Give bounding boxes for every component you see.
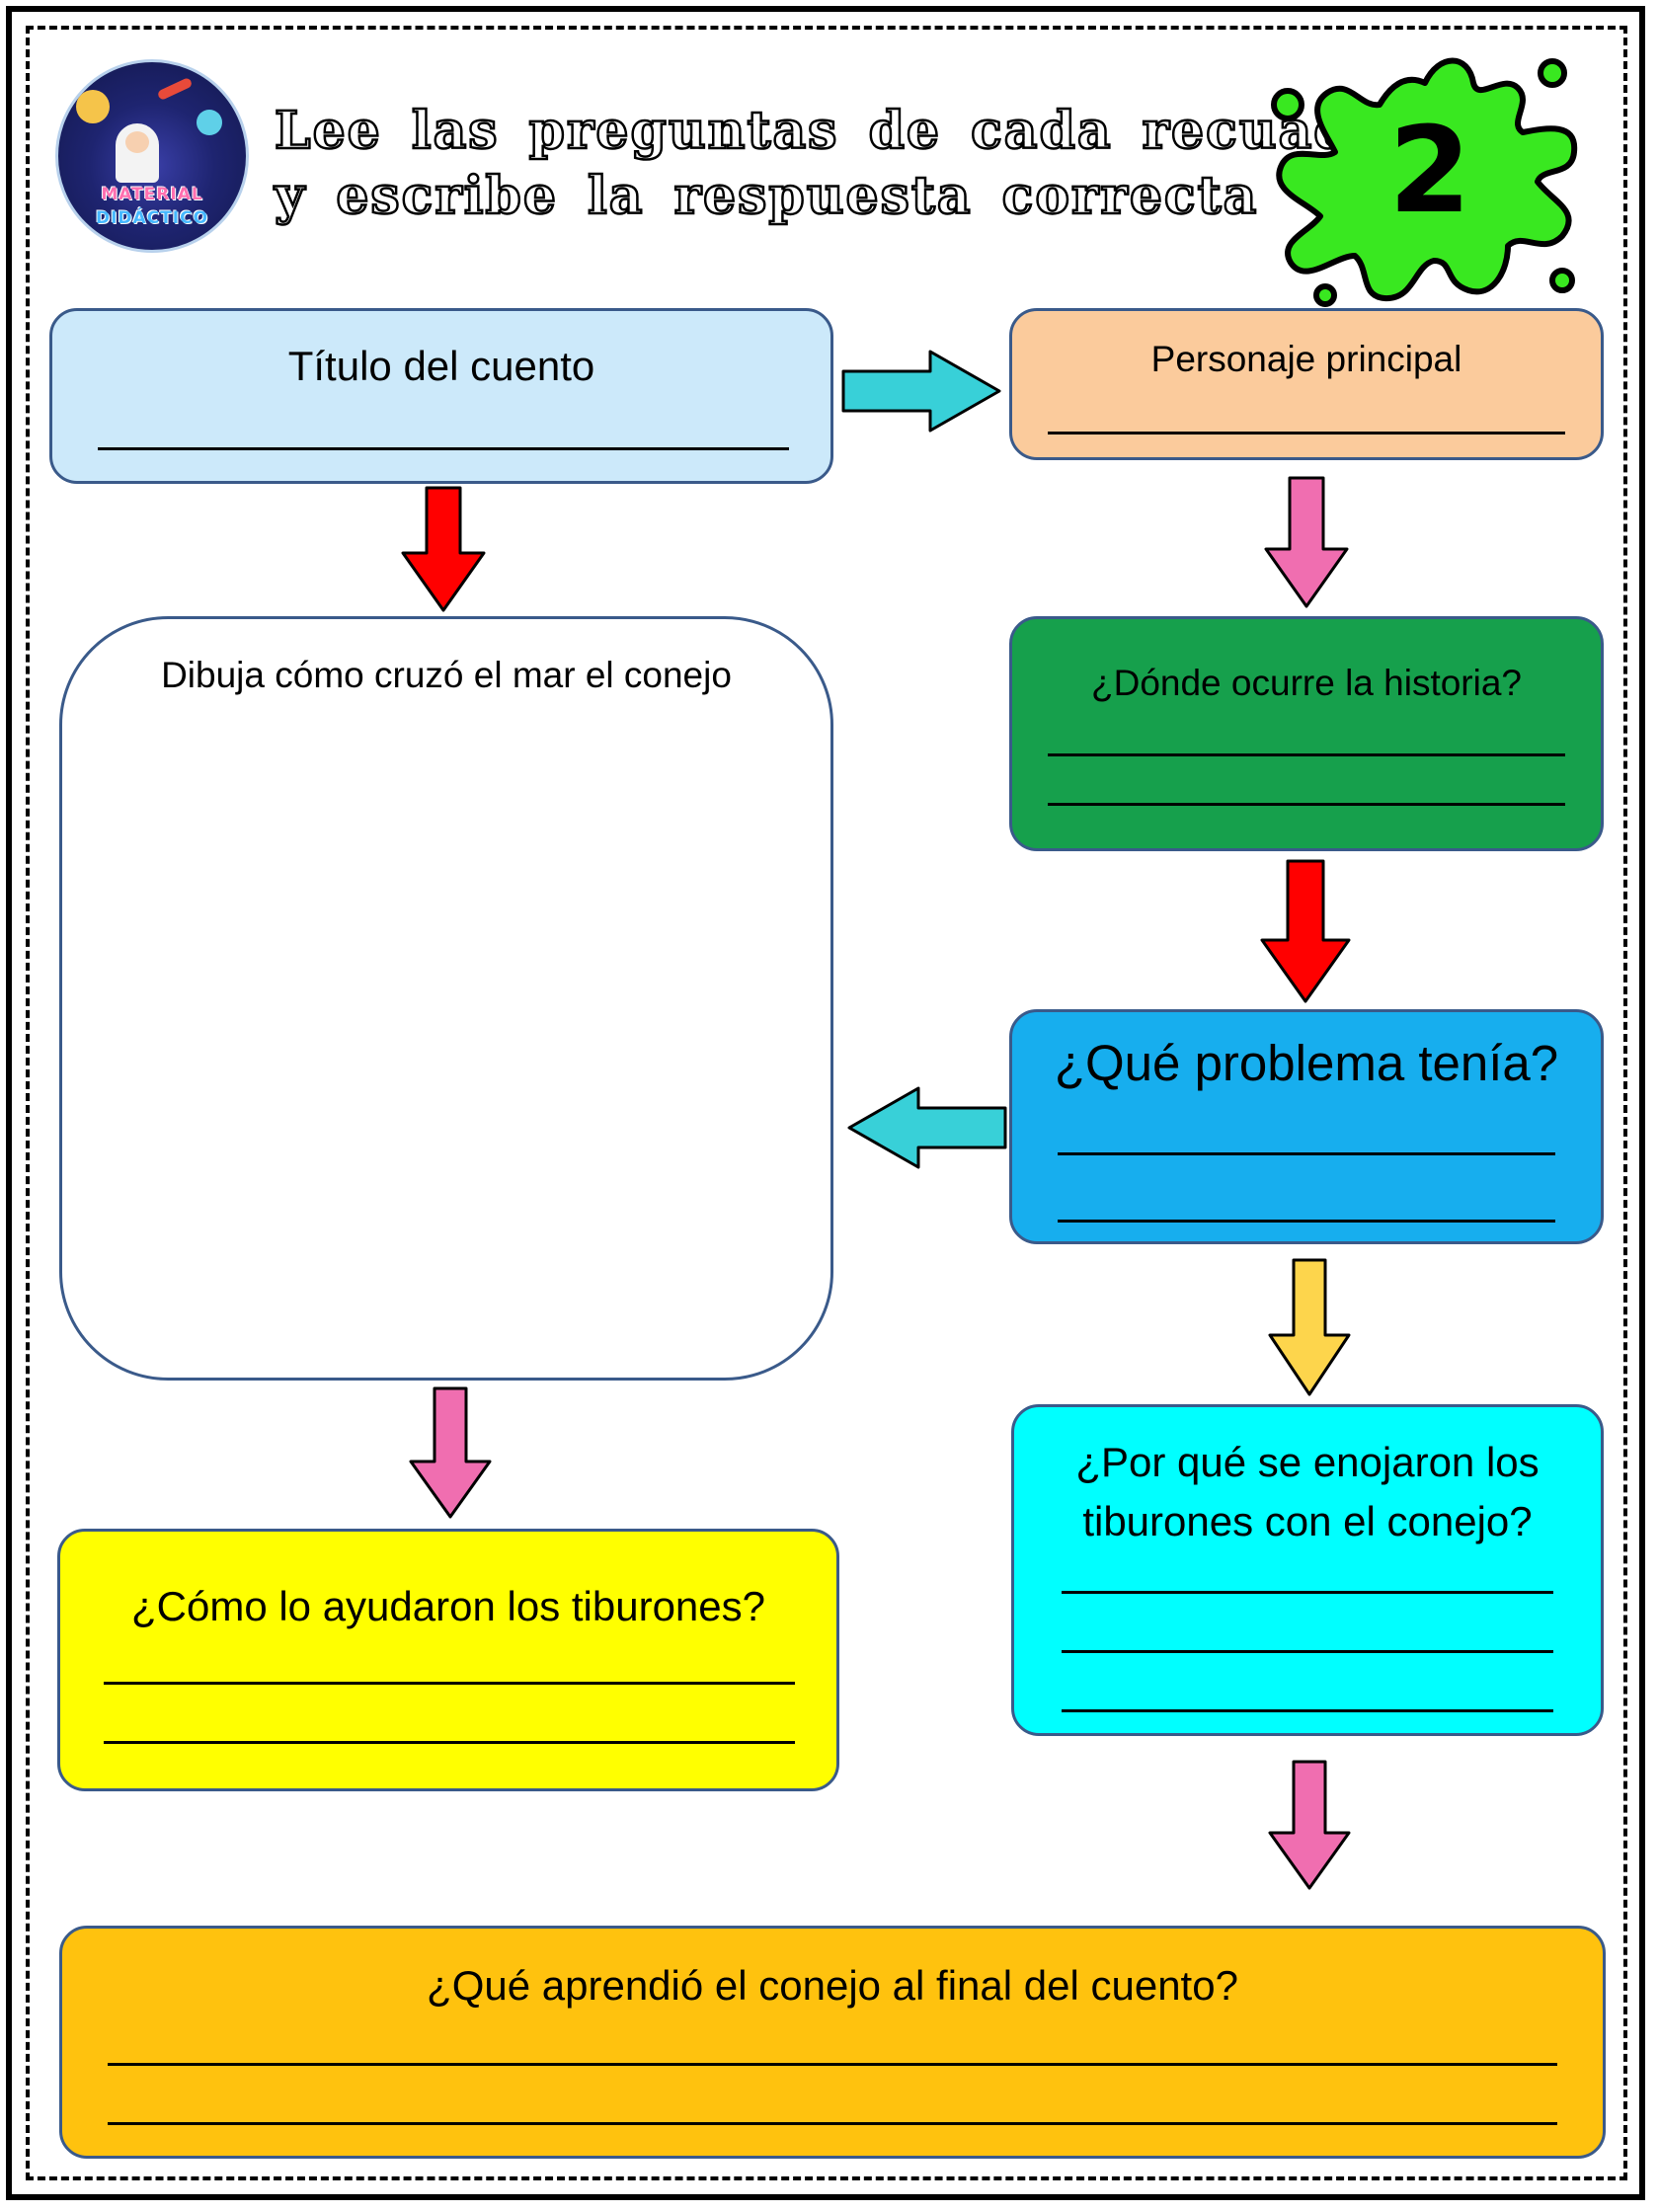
arrow-down-icon	[1268, 1258, 1351, 1396]
arrow-left-icon	[847, 1086, 1007, 1169]
page-border	[6, 6, 1645, 2200]
box-dibuja-label: Dibuja cómo cruzó el mar el conejo	[161, 655, 732, 695]
planet-icon	[197, 110, 222, 135]
box-aprendio-label: ¿Qué aprendió el conejo al final del cue…	[427, 1962, 1238, 2009]
arrow-down-icon	[1268, 1760, 1351, 1890]
box-personaje: Personaje principal	[1009, 308, 1604, 460]
logo-text-line1: MATERIAL	[101, 185, 203, 204]
answer-line[interactable]	[98, 447, 789, 450]
answer-line[interactable]	[1048, 753, 1565, 756]
box-donde: ¿Dónde ocurre la historia?	[1009, 616, 1604, 851]
answer-line[interactable]	[1058, 1152, 1555, 1155]
box-problema-label: ¿Qué problema tenía?	[1054, 1035, 1559, 1091]
title-line-1: Lee las preguntas de cada recuadro	[274, 100, 1417, 163]
title-line-2: y escribe la respuesta correcta	[274, 165, 1259, 228]
logo-text-line2: DIDÁCTICO	[95, 208, 209, 228]
answer-line[interactable]	[104, 1741, 795, 1744]
arrow-down-icon	[401, 486, 486, 612]
drawing-area[interactable]	[102, 728, 791, 1338]
answer-line[interactable]	[1062, 1591, 1553, 1594]
arrow-down-icon	[1260, 859, 1351, 1003]
box-enojaron: ¿Por qué se enojaron los tiburones con e…	[1011, 1404, 1604, 1736]
arrow-right-icon	[841, 350, 1001, 433]
box-donde-label: ¿Dónde ocurre la historia?	[1091, 663, 1522, 703]
material-didactico-logo: MATERIAL DIDÁCTICO	[55, 59, 249, 253]
box-personaje-label: Personaje principal	[1150, 339, 1462, 379]
badge-number: 2	[1388, 103, 1471, 240]
planet-icon	[76, 90, 110, 123]
answer-line[interactable]	[1062, 1709, 1553, 1712]
rocket-icon	[156, 76, 194, 102]
dashed-border	[26, 26, 1627, 2180]
page-title: Lee las preguntas de cada recuadro y esc…	[274, 99, 1417, 229]
box-dibuja: Dibuja cómo cruzó el mar el conejo	[59, 616, 833, 1381]
answer-line[interactable]	[104, 1682, 795, 1685]
box-ayudaron-label: ¿Cómo lo ayudaron los tiburones?	[130, 1583, 766, 1629]
answer-line[interactable]	[108, 2122, 1557, 2125]
green-splat-badge: 2	[1271, 57, 1578, 307]
answer-line[interactable]	[1048, 803, 1565, 806]
arrow-down-icon	[1264, 476, 1349, 608]
answer-line[interactable]	[1048, 432, 1565, 434]
box-enojaron-label: ¿Por qué se enojaron los tiburones con e…	[1075, 1439, 1540, 1544]
box-titulo: Título del cuento	[49, 308, 833, 484]
answer-line[interactable]	[1058, 1220, 1555, 1223]
box-aprendio: ¿Qué aprendió el conejo al final del cue…	[59, 1926, 1606, 2159]
box-problema: ¿Qué problema tenía?	[1009, 1009, 1604, 1244]
answer-line[interactable]	[1062, 1650, 1553, 1653]
box-ayudaron: ¿Cómo lo ayudaron los tiburones?	[57, 1529, 839, 1791]
arrow-down-icon	[409, 1386, 492, 1519]
answer-line[interactable]	[108, 2063, 1557, 2066]
astronaut-icon	[116, 123, 159, 183]
box-titulo-label: Título del cuento	[287, 343, 595, 389]
